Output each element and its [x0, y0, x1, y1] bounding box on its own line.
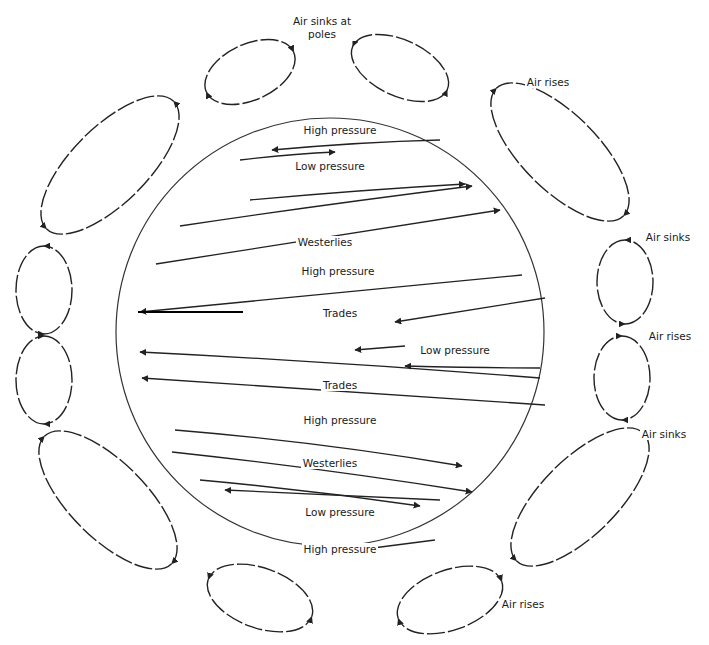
map-label: High pressure: [302, 414, 379, 427]
map-label: Air sinks: [640, 428, 688, 441]
map-label: Westerlies: [296, 236, 354, 249]
map-label: Trades: [321, 379, 359, 392]
equator-bar: [138, 311, 243, 313]
earth-circle: [116, 118, 544, 546]
map-label: Air rises: [500, 598, 546, 611]
map-label: Low pressure: [293, 160, 366, 173]
map-label: Air rises: [647, 330, 693, 343]
map-label: Westerlies: [301, 457, 359, 470]
wind-arrows: [140, 140, 545, 552]
map-label: Air sinks at poles: [288, 15, 356, 40]
map-label: High pressure: [300, 265, 377, 278]
map-label: Trades: [321, 307, 359, 320]
map-label: Air rises: [525, 76, 571, 89]
map-label: Air sinks: [644, 231, 692, 244]
map-label: High pressure: [302, 543, 379, 556]
map-label: High pressure: [302, 124, 379, 137]
circulation-cells: [16, 21, 671, 645]
map-label: Low pressure: [418, 344, 491, 357]
map-label: Low pressure: [303, 506, 376, 519]
